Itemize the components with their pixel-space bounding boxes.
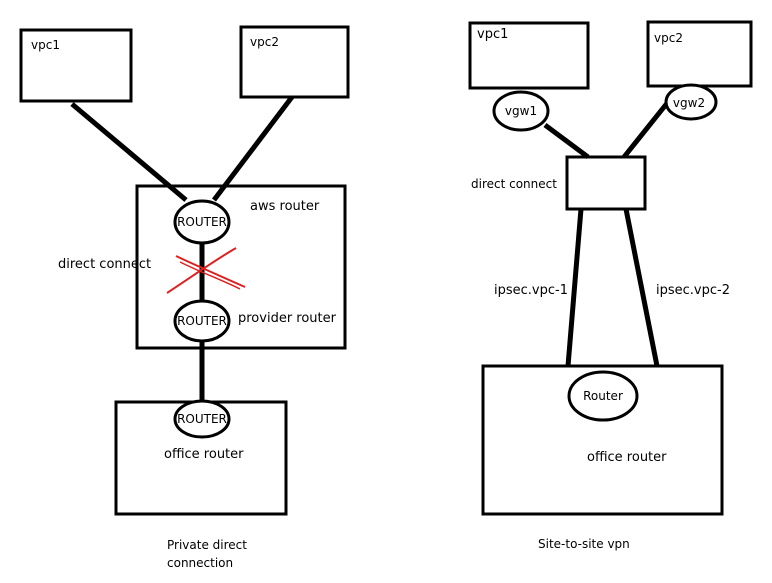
- link-vgw2-direct-connect: [622, 100, 670, 159]
- office-router-ellipse: [173, 399, 231, 439]
- right-vpc1-box: [468, 21, 590, 90]
- right-vpc1-label: vpc1: [477, 27, 508, 42]
- provider-router-ellipse-label: ROUTER: [177, 314, 227, 328]
- provider-router-label: provider router: [238, 311, 337, 326]
- ipsec-2-label: ipsec.vpc-2: [656, 283, 730, 298]
- vgw2-ellipse: [664, 83, 718, 121]
- aws-router-ellipse-label: ROUTER: [177, 215, 227, 229]
- vgw1-label: vgw1: [505, 104, 537, 118]
- left-diagram: vpc1 vpc2 direct connect ROUTER aws rout…: [19, 25, 350, 570]
- link-vpc1-aws-router: [70, 102, 188, 202]
- office-router-label: office router: [164, 447, 244, 462]
- vpc1-label: vpc1: [31, 38, 60, 52]
- right-office-router-label: office router: [587, 450, 667, 465]
- right-vpc2-label: vpc2: [654, 31, 683, 45]
- right-direct-connect-label: direct connect: [471, 177, 557, 191]
- link-ipsec-1: [565, 208, 584, 367]
- left-caption-line1: Private direct: [167, 538, 247, 552]
- right-diagram: vpc1 vpc2 vgw1 vgw2 direct connect ipsec…: [468, 20, 753, 551]
- vpc1-box: [19, 28, 133, 103]
- aws-router-ellipse: [173, 199, 231, 245]
- link-vgw1-direct-connect: [543, 122, 590, 160]
- link-ipsec-2: [623, 208, 660, 367]
- right-caption: Site-to-site vpn: [538, 537, 630, 551]
- left-caption-line2: connection: [167, 556, 233, 570]
- aws-router-label: aws router: [250, 199, 320, 214]
- office-router-ellipse-label: ROUTER: [177, 412, 227, 426]
- cross-mark-2: [166, 247, 237, 294]
- vpc2-label: vpc2: [250, 35, 279, 49]
- cross-mark-3: [179, 261, 241, 290]
- link-vpc2-aws-router: [212, 95, 294, 202]
- vgw1-ellipse: [492, 90, 550, 132]
- right-router-ellipse: [567, 370, 639, 422]
- vpc2-box: [239, 25, 350, 99]
- right-router-label: Router: [583, 389, 623, 403]
- direct-connect-label: direct connect: [58, 257, 151, 272]
- direct-connect-box: [135, 184, 347, 350]
- right-direct-connect-box: [565, 155, 647, 211]
- right-office-box: [481, 364, 724, 516]
- provider-router-ellipse: [173, 299, 231, 343]
- ipsec-1-label: ipsec.vpc-1: [494, 283, 568, 298]
- cross-mark: [175, 255, 246, 288]
- vgw2-label: vgw2: [673, 96, 705, 110]
